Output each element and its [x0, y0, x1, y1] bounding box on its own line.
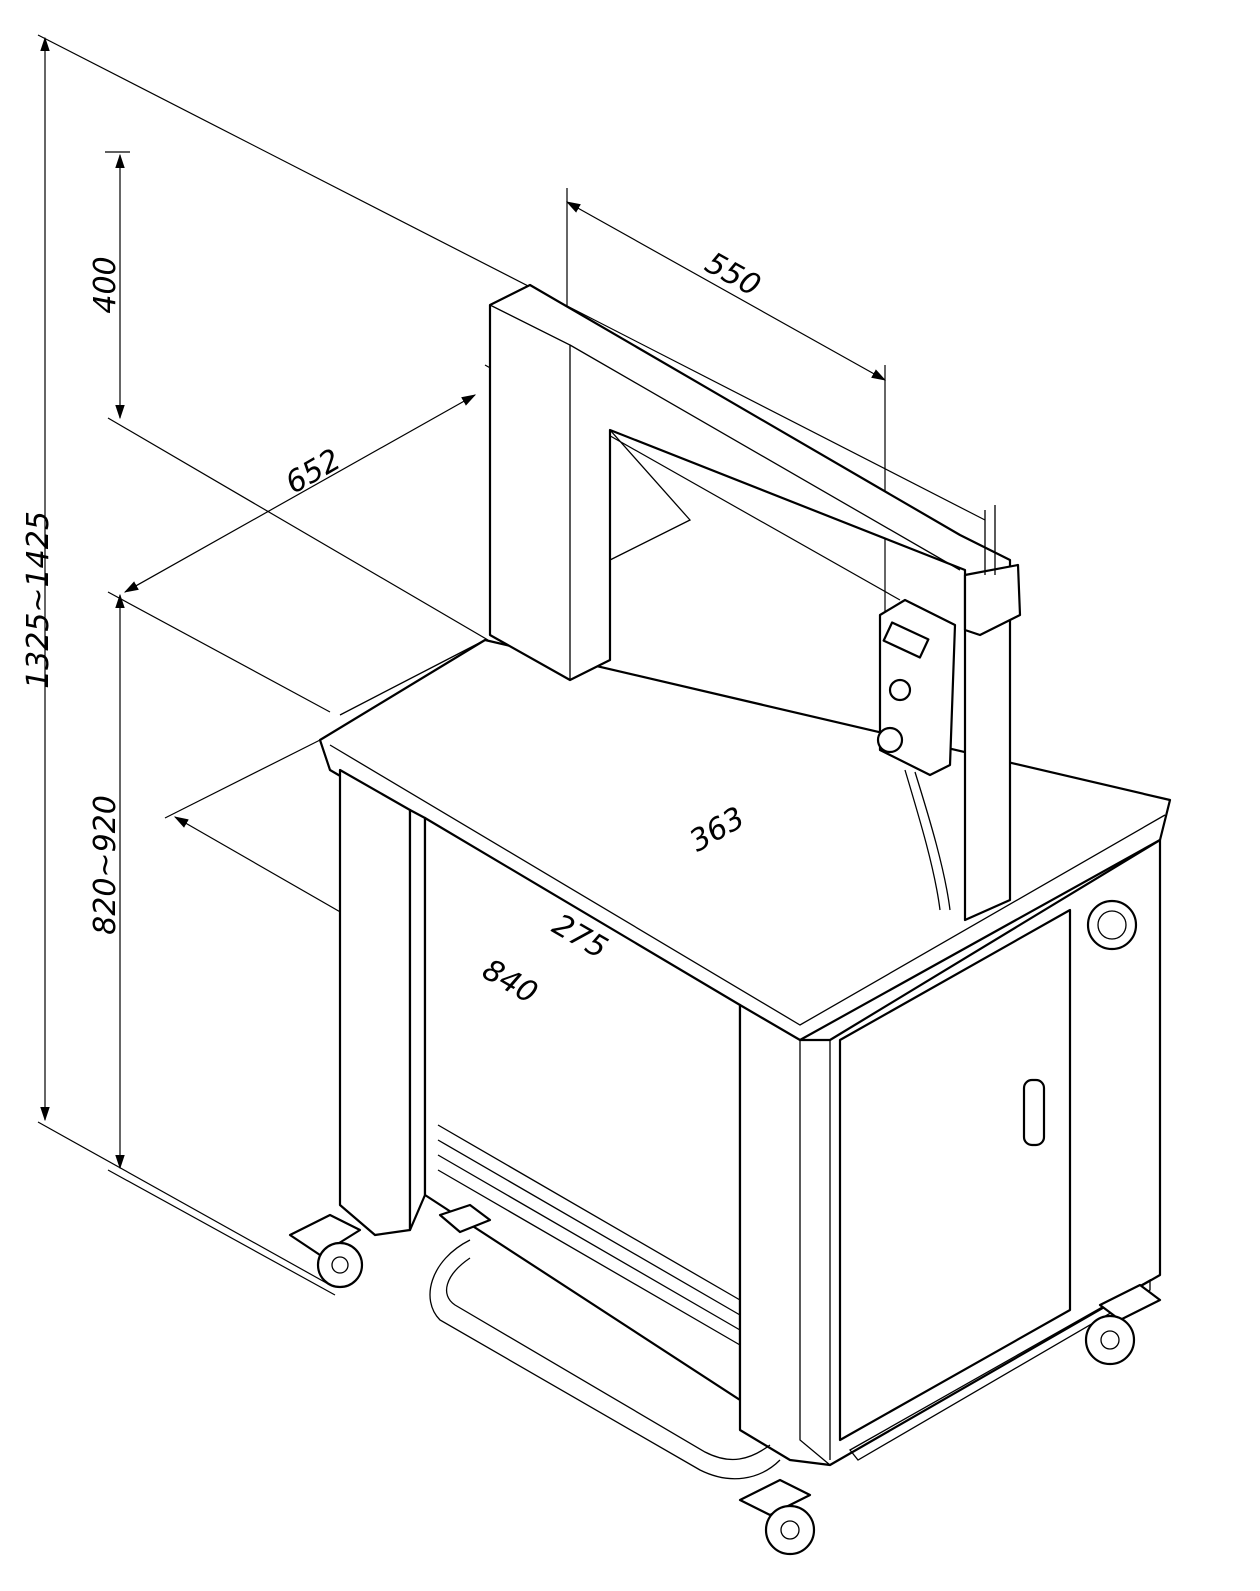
control-knob — [888, 678, 912, 702]
reel-hub — [1086, 899, 1138, 951]
dim-overall-height: 1325~1425 — [21, 511, 56, 689]
foot-bar — [429, 1239, 781, 1480]
cabinet-door — [838, 908, 1072, 1442]
door-handle — [1022, 1078, 1046, 1147]
sensor-box — [963, 563, 1022, 637]
control-button — [876, 726, 904, 754]
caster-wheels — [288, 1203, 1162, 1556]
dim-arch-height: 400 — [88, 256, 123, 313]
arch-frame — [488, 283, 1012, 922]
dim-table-height: 820~920 — [88, 795, 123, 935]
left-leg — [338, 768, 412, 1237]
dim-overall-depth: 652 — [280, 442, 347, 501]
control-display — [882, 621, 930, 659]
machine — [288, 283, 1172, 1556]
